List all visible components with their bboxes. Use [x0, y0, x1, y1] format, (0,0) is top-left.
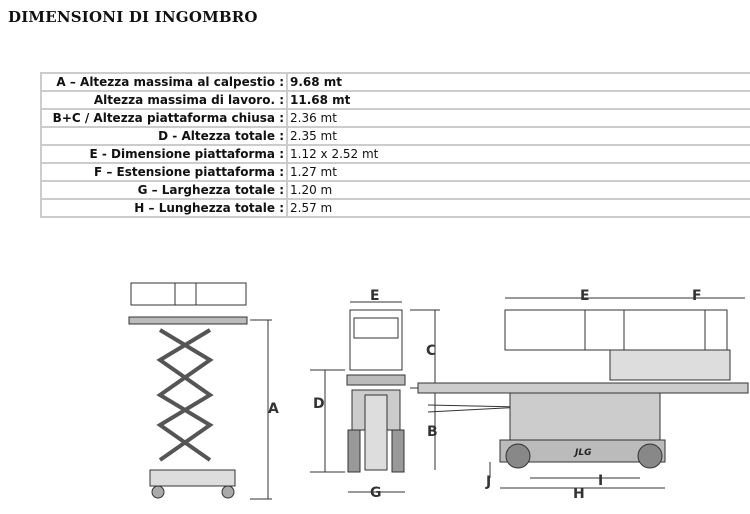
label-e-side: E: [580, 288, 590, 304]
row-value: 9.68 mt: [286, 72, 750, 92]
table-row: Altezza massima di lavoro. :11.68 mt: [40, 90, 750, 110]
row-label: G – Larghezza totale :: [40, 180, 288, 200]
label-h: H: [573, 486, 585, 502]
front-view-drawing: [310, 301, 440, 493]
table-row: F – Estensione piattaforma :1.27 mt: [40, 162, 750, 182]
row-value: 2.36 mt: [286, 108, 750, 128]
table-row: D - Altezza totale :2.35 mt: [40, 126, 750, 146]
label-e-front: E: [370, 288, 380, 304]
label-j: J: [485, 474, 491, 490]
side-view-drawing: [417, 297, 749, 489]
table-row: H – Lunghezza totale :2.57 m: [40, 198, 750, 218]
label-c: C: [426, 343, 436, 359]
row-value: 1.20 m: [286, 180, 750, 200]
label-g: G: [370, 485, 382, 501]
dimensions-table: A – Altezza massima al calpestio :9.68 m…: [40, 72, 750, 218]
row-label: E - Dimensione piattaforma :: [40, 144, 288, 164]
label-d: D: [313, 396, 325, 412]
row-label: D - Altezza totale :: [40, 126, 288, 146]
table-row: E - Dimensione piattaforma :1.12 x 2.52 …: [40, 144, 750, 164]
row-label: B+C / Altezza piattaforma chiusa :: [40, 108, 288, 128]
row-value: 11.68 mt: [286, 90, 750, 110]
label-f: F: [692, 288, 702, 304]
row-value: 1.12 x 2.52 mt: [286, 144, 750, 164]
label-i: I: [598, 473, 603, 489]
jlg-logo: JLG: [573, 448, 591, 458]
row-value: 2.57 m: [286, 198, 750, 218]
page-title: DIMENSIONI DI INGOMBRO: [8, 8, 258, 26]
label-b: B: [427, 424, 438, 440]
table-row: B+C / Altezza piattaforma chiusa :2.36 m…: [40, 108, 750, 128]
row-label: A – Altezza massima al calpestio :: [40, 72, 288, 92]
row-value: 1.27 mt: [286, 162, 750, 182]
table-row: G – Larghezza totale :1.20 m: [40, 180, 750, 200]
row-label: Altezza massima di lavoro. :: [40, 90, 288, 110]
label-a: A: [268, 401, 279, 417]
row-value: 2.35 mt: [286, 126, 750, 146]
extended-lift-drawing: [128, 282, 272, 500]
table-row: A – Altezza massima al calpestio :9.68 m…: [40, 72, 750, 92]
row-label: H – Lunghezza totale :: [40, 198, 288, 218]
row-label: F – Estensione piattaforma :: [40, 162, 288, 182]
